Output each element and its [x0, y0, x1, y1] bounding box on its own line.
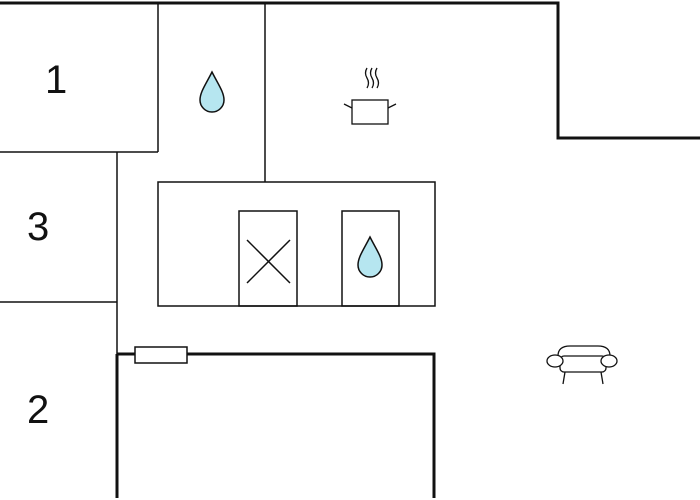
exterior-wall-top: [0, 1, 700, 140]
room-number-1: 1: [45, 58, 68, 102]
x-cross-icon: [246, 239, 291, 284]
sofa-icon: [546, 345, 618, 385]
room-number-2: 2: [27, 388, 50, 432]
cooking-pot-icon: [343, 67, 397, 125]
storage-box: [238, 210, 298, 307]
door-icon: [134, 346, 188, 364]
bathroom-lower-box: [341, 210, 400, 307]
room-number-3: 3: [27, 205, 50, 249]
water-drop-icon: [199, 70, 225, 113]
exterior-wall-notch: [117, 352, 436, 498]
water-drop-icon: [357, 235, 383, 278]
